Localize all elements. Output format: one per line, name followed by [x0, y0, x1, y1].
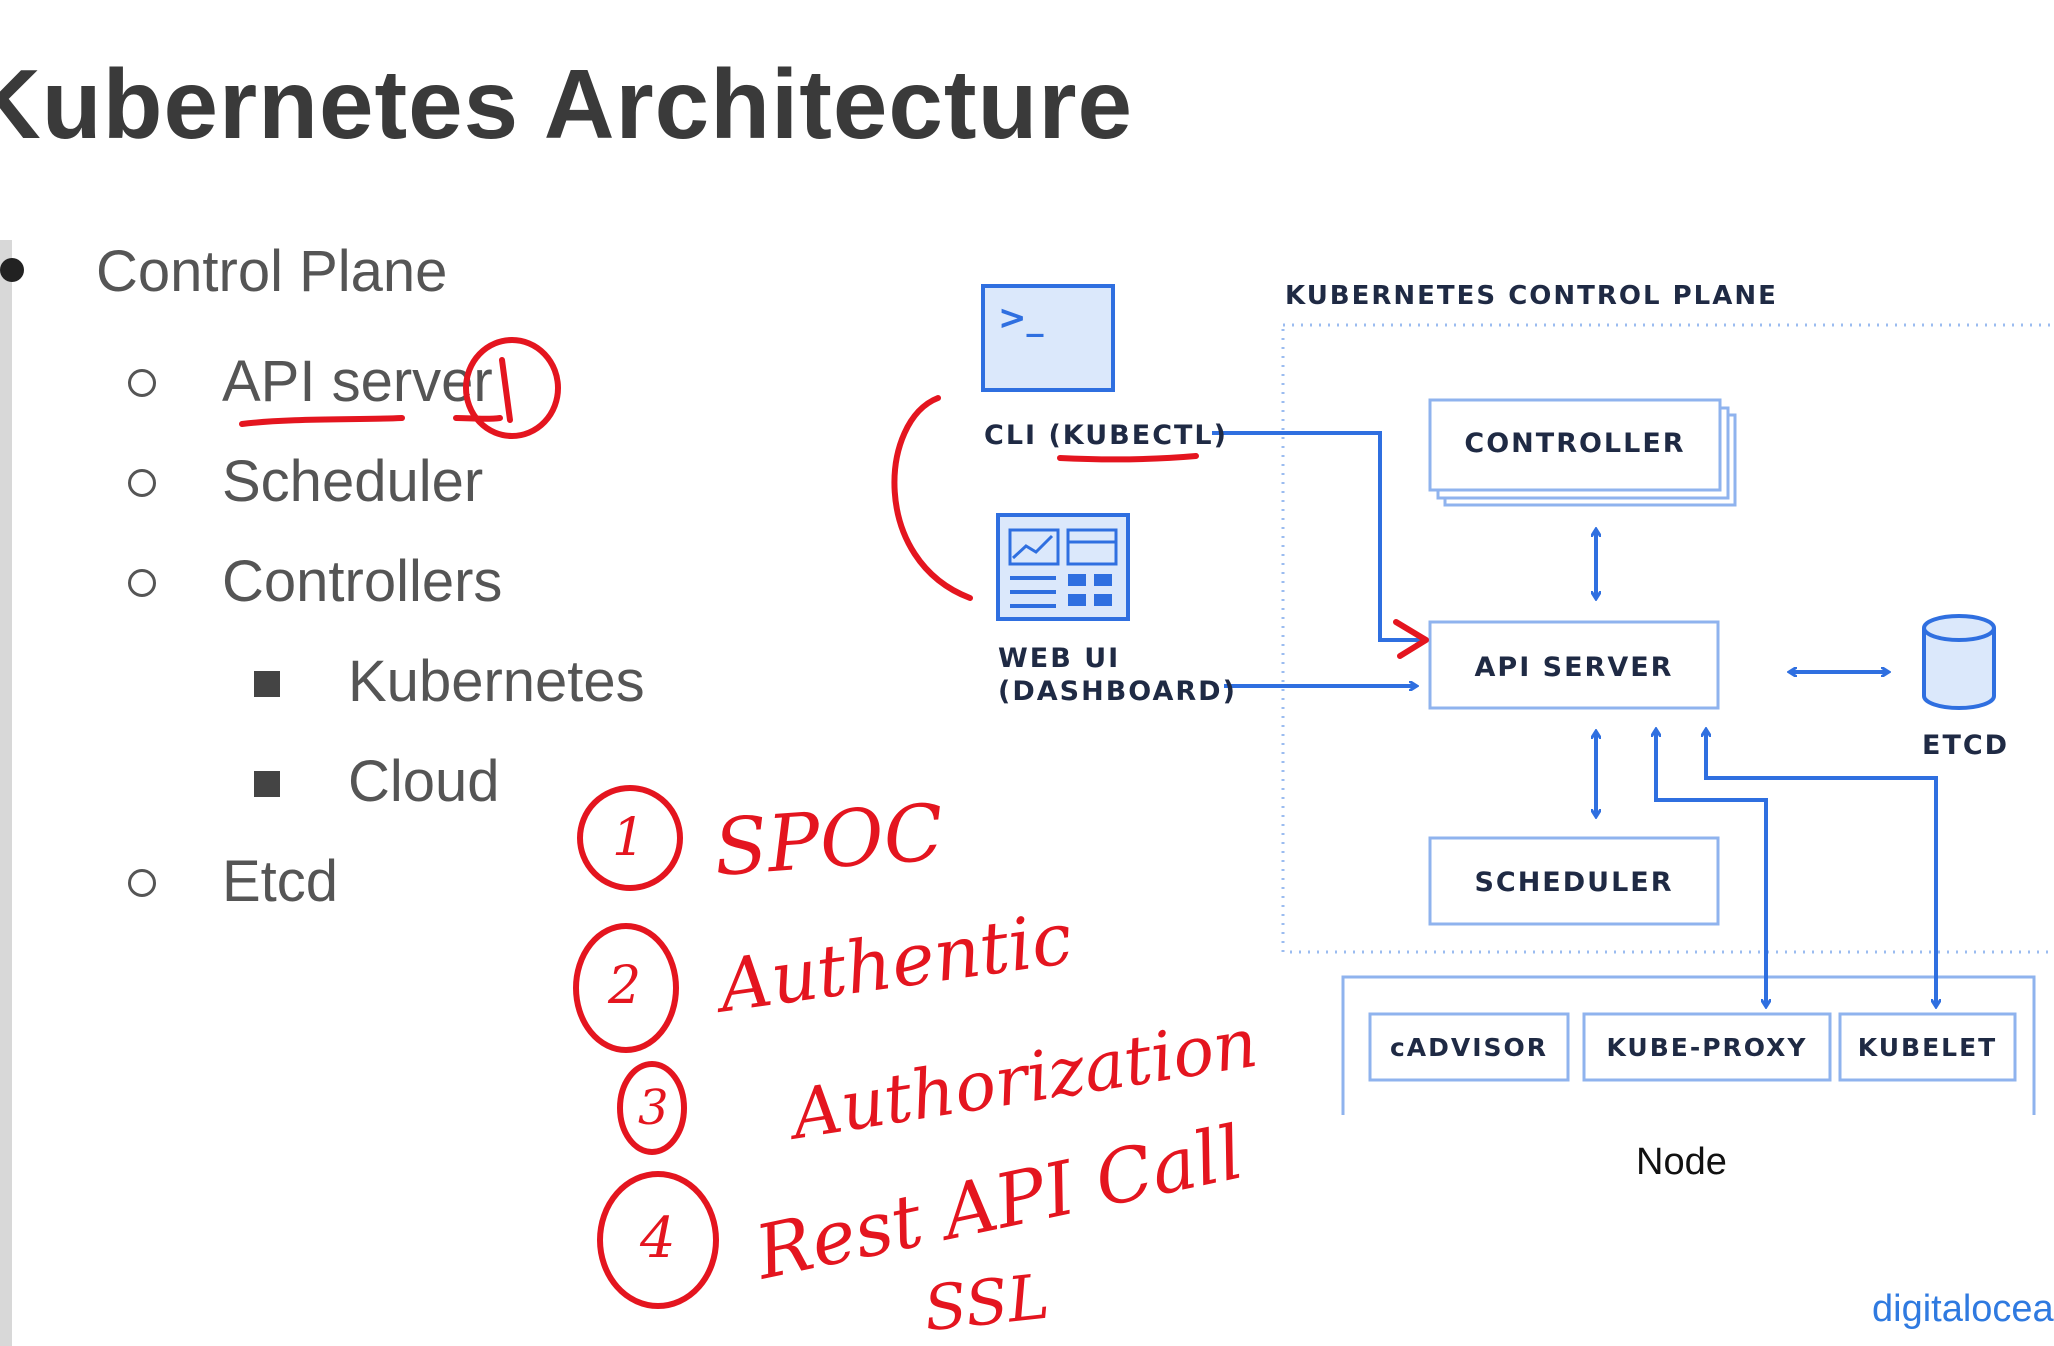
circled-number-4: [597, 1171, 719, 1309]
bullet-dot: [0, 258, 24, 282]
scheduler-label: SCHEDULER: [1474, 867, 1674, 898]
cadvisor-label: cADVISOR: [1389, 1033, 1549, 1062]
terminal-icon: [981, 284, 1115, 392]
bullet-circle-marker: [128, 369, 156, 397]
annotation-ssl: SSL: [920, 1259, 1053, 1346]
bullet-square-marker: [254, 771, 280, 797]
bullet-scheduler: Scheduler: [222, 449, 484, 514]
cli-label: CLI (KUBECTL): [984, 420, 1228, 451]
annotation-number-2: 2: [608, 956, 642, 1016]
bullet-square-marker: [254, 671, 280, 697]
terminal-prompt: >_: [998, 298, 1044, 338]
annotation-number-4: 4: [640, 1206, 676, 1271]
etcd-label: ETCD: [1922, 730, 2010, 761]
circled-number-2: [573, 923, 679, 1053]
circled-number-1: [577, 785, 683, 891]
api-server-label: API SERVER: [1474, 652, 1674, 683]
web-ui-label-1: WEB UI: [998, 643, 1121, 674]
bullet-cloud: Cloud: [348, 749, 500, 814]
slide-title: Kubernetes Architecture: [0, 49, 1134, 159]
annotation-number-1: 1: [612, 808, 646, 868]
footer-source: digitalocea: [1872, 1288, 2054, 1330]
controller-label: CONTROLLER: [1464, 428, 1686, 459]
bullet-circle-marker: [128, 869, 156, 897]
annotation-spoc: SPOC: [711, 788, 947, 894]
dashboard-icon: [996, 513, 1130, 621]
annotation-number-3: 3: [638, 1080, 669, 1136]
bullet-kubernetes: Kubernetes: [348, 649, 645, 714]
api-server-box: [1428, 620, 1720, 710]
circled-number-3: [617, 1061, 687, 1155]
diagram-arrows: [1212, 431, 1936, 1006]
bullet-control-plane: Control Plane: [96, 239, 448, 304]
kube-proxy-label: KUBE-PROXY: [1606, 1033, 1808, 1062]
bullet-circle-marker: [128, 469, 156, 497]
bullet-controllers: Controllers: [222, 549, 503, 614]
bullet-circle-marker: [128, 569, 156, 597]
window-edge: [0, 240, 12, 1346]
web-ui-label-2: (DASHBOARD): [998, 676, 1237, 707]
bullet-api-server: API server: [222, 349, 493, 414]
database-icon: [1922, 614, 1996, 710]
control-plane-label: KUBERNETES CONTROL PLANE: [1285, 281, 1778, 311]
node-label: Node: [1636, 1141, 1727, 1183]
node-region: [1341, 975, 2036, 1115]
kubelet-label: KUBELET: [1857, 1033, 1998, 1062]
controller-box: [1428, 398, 1737, 507]
bullet-etcd: Etcd: [222, 849, 339, 914]
handwriting-annotations: [239, 337, 1429, 1309]
